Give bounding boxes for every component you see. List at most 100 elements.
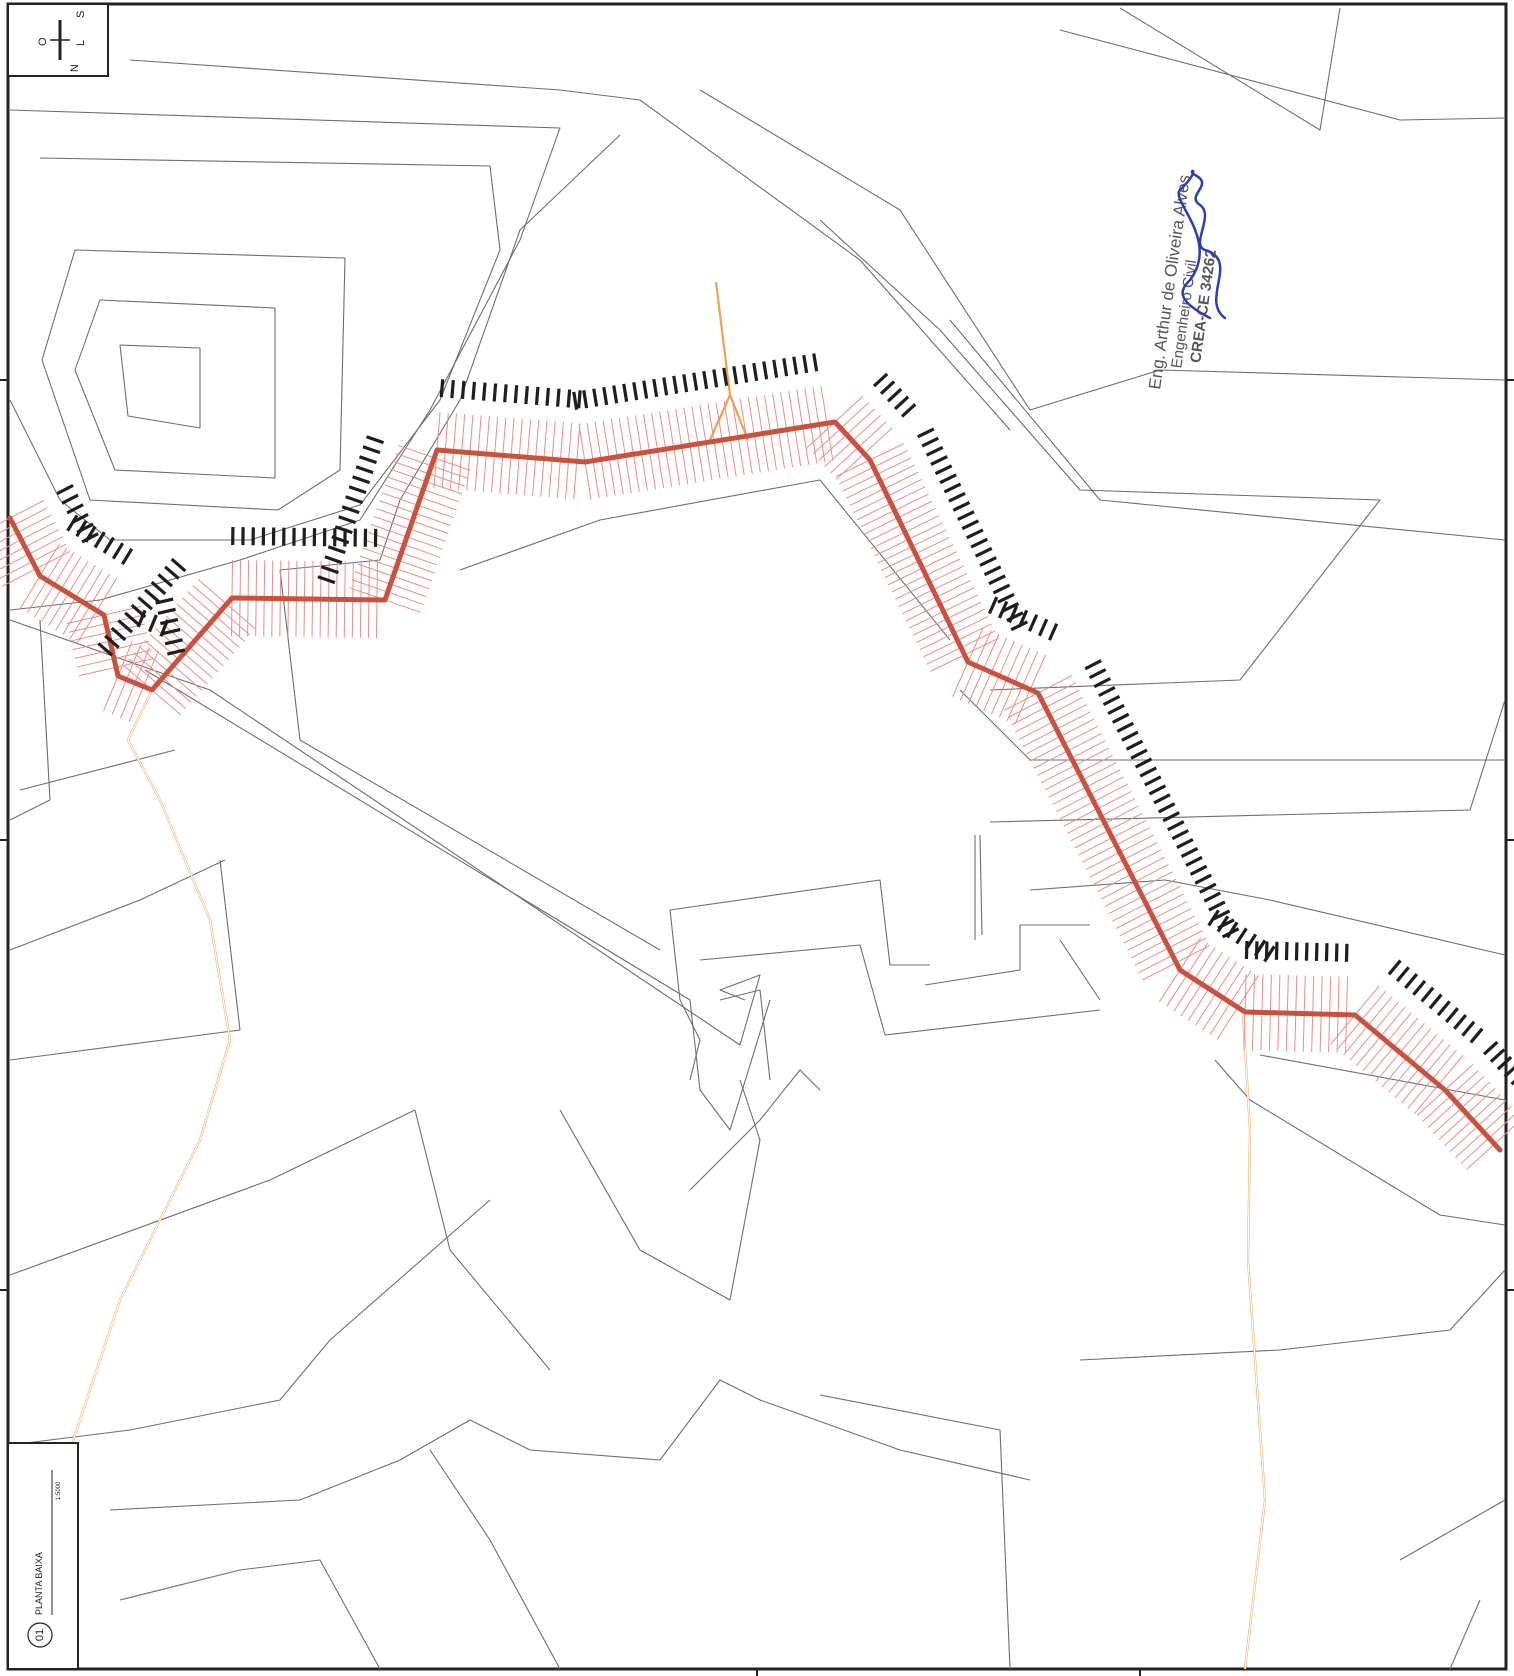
station-marker bbox=[742, 364, 749, 383]
contour-line bbox=[1079, 1269, 1506, 1361]
road-right-center bbox=[1242, 1014, 1266, 1670]
station-marker bbox=[772, 359, 779, 378]
contour-line bbox=[429, 1449, 561, 1670]
station-marker bbox=[802, 354, 809, 374]
station-marker bbox=[1093, 677, 1112, 689]
station-marker bbox=[952, 501, 971, 512]
station-marker bbox=[439, 379, 445, 398]
station-marker bbox=[939, 473, 957, 485]
station-marker bbox=[1207, 909, 1220, 927]
compass-letter-n: N bbox=[69, 64, 81, 72]
station-marker bbox=[712, 369, 719, 388]
compass-letter-s: S bbox=[75, 11, 87, 18]
station-marker bbox=[872, 372, 889, 388]
station-marker bbox=[363, 528, 368, 547]
station-marker bbox=[987, 596, 999, 615]
station-marker bbox=[110, 626, 127, 642]
station-marker bbox=[104, 634, 120, 649]
station-marker bbox=[251, 527, 255, 546]
station-marker bbox=[97, 642, 114, 657]
station-marker bbox=[61, 493, 79, 505]
station-marker bbox=[1503, 1063, 1514, 1078]
station-marker bbox=[1121, 730, 1139, 742]
station-marker bbox=[1148, 784, 1167, 796]
station-marker bbox=[320, 565, 339, 575]
road-centerline bbox=[7, 419, 1503, 1153]
contour-line bbox=[669, 909, 701, 1081]
station-marker bbox=[1130, 748, 1148, 760]
station-marker bbox=[1284, 942, 1289, 961]
station-marker bbox=[948, 491, 966, 503]
station-marker bbox=[1412, 979, 1427, 996]
contour-line bbox=[9, 1199, 491, 1446]
station-marker bbox=[1098, 685, 1116, 698]
station-marker bbox=[992, 583, 1011, 595]
contour-line bbox=[9, 619, 761, 1046]
station-marker bbox=[358, 455, 378, 465]
station-marker bbox=[261, 527, 266, 546]
station-marker bbox=[970, 537, 988, 549]
station-marker bbox=[341, 505, 360, 515]
station-marker bbox=[1153, 793, 1171, 805]
station-marker bbox=[1436, 1000, 1451, 1017]
sheet-border bbox=[6, 2, 1508, 1671]
contour-line bbox=[1029, 879, 1506, 956]
station-marker bbox=[1139, 766, 1157, 778]
station-marker bbox=[84, 525, 97, 543]
station-marker bbox=[879, 380, 896, 395]
station-marker bbox=[159, 619, 170, 637]
station-marker bbox=[481, 382, 487, 401]
station-marker bbox=[362, 445, 381, 455]
station-marker bbox=[1084, 659, 1102, 671]
station-marker bbox=[121, 547, 134, 566]
station-marker bbox=[137, 596, 154, 611]
station-marker bbox=[1254, 941, 1259, 960]
station-marker bbox=[271, 527, 276, 546]
legend-box bbox=[7, 1442, 79, 1670]
station-marker bbox=[352, 475, 371, 485]
station-marker bbox=[1314, 942, 1319, 961]
station-marker bbox=[893, 395, 910, 411]
station-marker bbox=[1344, 943, 1349, 962]
station-marker bbox=[124, 611, 140, 626]
north-arrow: N O L S bbox=[7, 3, 109, 77]
station-marker bbox=[373, 528, 378, 547]
station-marker bbox=[513, 385, 519, 404]
legend-number-circle bbox=[27, 1622, 53, 1648]
access-roads bbox=[9, 281, 1267, 1670]
station-marker bbox=[1007, 605, 1019, 624]
drawing-legend: 01 PLANTA BAIXA 1:5000 bbox=[7, 1442, 79, 1670]
contour-line bbox=[9, 859, 241, 1061]
station-marker bbox=[752, 362, 759, 382]
station-marker bbox=[782, 358, 789, 377]
station-marker bbox=[602, 386, 609, 406]
station-marker bbox=[762, 361, 769, 380]
station-marker bbox=[75, 520, 88, 538]
station-marker bbox=[66, 503, 84, 515]
station-marker bbox=[921, 436, 939, 448]
contour-line bbox=[1259, 1054, 1506, 1101]
contour-line bbox=[414, 1109, 551, 1371]
station-marker bbox=[345, 495, 364, 505]
station-marker bbox=[577, 390, 582, 409]
station-marker bbox=[732, 366, 739, 385]
station-marker bbox=[1185, 855, 1203, 867]
station-marker bbox=[1445, 1007, 1459, 1024]
station-marker bbox=[1264, 941, 1269, 960]
station-marker bbox=[652, 378, 659, 398]
station-marker bbox=[1395, 966, 1410, 983]
station-marker bbox=[1334, 943, 1339, 962]
contour-line bbox=[959, 689, 1505, 761]
station-marker bbox=[1212, 909, 1231, 921]
station-marker bbox=[566, 389, 572, 408]
station-marker bbox=[886, 387, 903, 403]
station-marker bbox=[312, 528, 317, 547]
contour-line bbox=[119, 1559, 381, 1670]
station-marker bbox=[164, 638, 183, 646]
station-marker bbox=[1102, 694, 1121, 707]
contour-line bbox=[279, 569, 661, 951]
station-marker bbox=[338, 515, 357, 525]
contour-line bbox=[9, 619, 51, 821]
station-marker bbox=[1235, 927, 1248, 945]
station-marker bbox=[592, 388, 599, 407]
